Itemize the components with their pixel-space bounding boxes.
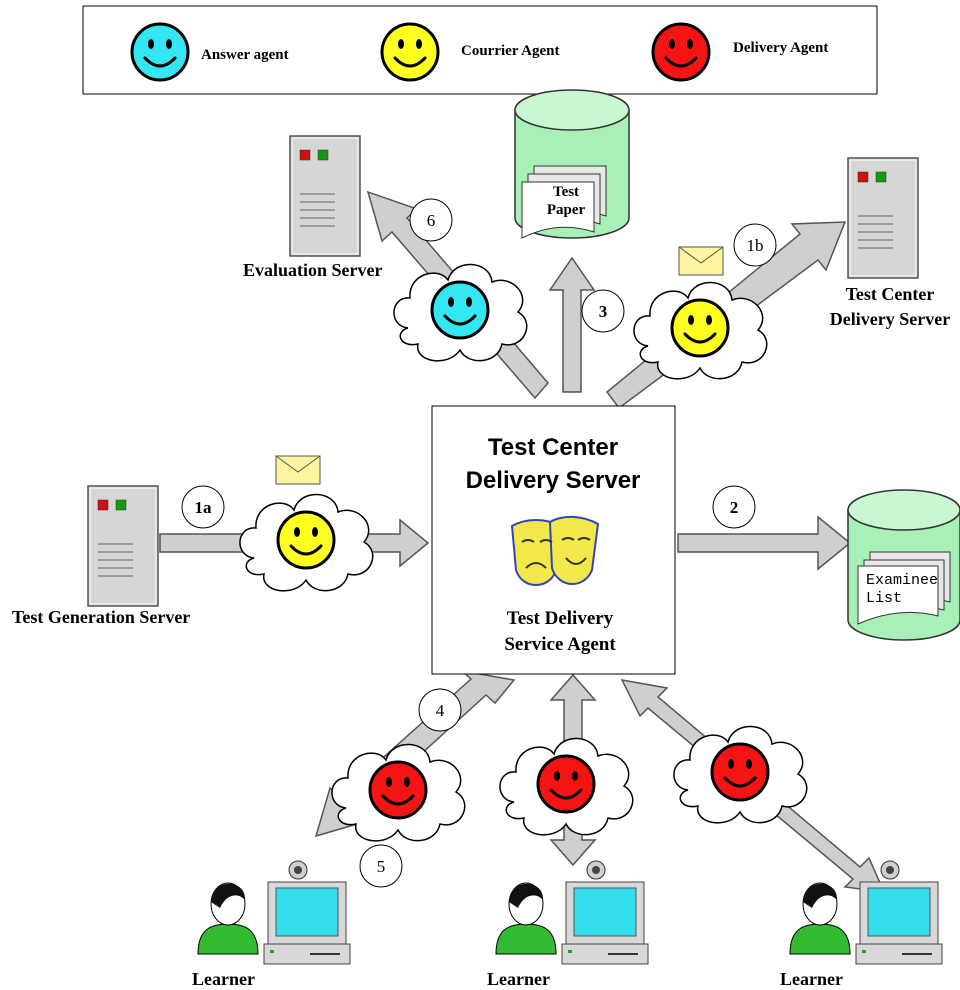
delivery-agent-legend-icon <box>651 22 711 82</box>
learner-workstation-2 <box>495 860 649 965</box>
cloud-delivery-agent-1 <box>331 743 466 842</box>
answer-agent-legend-icon <box>130 22 190 82</box>
learner-label-2: Learner <box>487 969 550 989</box>
test-center-server-label-line2: Delivery Server <box>830 309 950 329</box>
legend-box: Answer agent Courrier Agent Delivery Age… <box>82 5 878 95</box>
arrow-step-2 <box>677 515 852 571</box>
courier-agent-legend-icon <box>380 22 440 82</box>
center-title-line2: Delivery Server <box>466 467 641 494</box>
center-agent-line1: Test Delivery <box>507 608 614 629</box>
center-server-box: Test Center Delivery Server Test Deliver… <box>431 405 676 675</box>
arrow-step-3 <box>548 256 596 393</box>
step-4-badge: 4 <box>418 688 462 732</box>
step-3-badge: 3 <box>581 289 625 333</box>
courier-agent-icon <box>670 298 730 358</box>
step-5-badge: 5 <box>359 844 403 888</box>
step-3-label: 3 <box>599 302 608 321</box>
learner-workstation-1 <box>197 860 351 965</box>
center-title-line1: Test Center <box>488 434 618 461</box>
examinee-list-label-line2: List <box>866 590 902 607</box>
delivery-agent-icon <box>368 760 428 820</box>
delivery-agent-icon <box>536 754 596 814</box>
step-1b-badge: 1b <box>733 223 777 267</box>
test-generation-server-icon <box>87 485 159 607</box>
delivery-agent-icon <box>710 742 770 802</box>
test-paper-database-icon <box>514 89 630 239</box>
courier-agent-icon <box>276 510 336 570</box>
step-6-label: 6 <box>427 211 436 230</box>
test-paper-label-line1: Test <box>553 184 579 200</box>
step-1a-label: 1a <box>195 498 213 517</box>
examinee-list-database-icon <box>847 489 960 641</box>
legend-courier-agent: Courrier Agent <box>461 43 559 59</box>
cloud-delivery-agent-2 <box>499 737 634 836</box>
step-2-badge: 2 <box>712 485 756 529</box>
step-4-label: 4 <box>436 701 445 720</box>
learner-label-3: Learner <box>780 969 843 989</box>
step-1a-badge: 1a <box>181 485 225 529</box>
envelope-1a-icon <box>275 455 321 485</box>
legend-delivery-agent: Delivery Agent <box>733 40 828 56</box>
legend-answer-agent: Answer agent <box>201 47 289 63</box>
evaluation-server-label: Evaluation Server <box>243 260 383 280</box>
theatre-masks-icon <box>510 516 600 586</box>
test-paper-label-line2: Paper <box>547 202 586 218</box>
evaluation-server-icon <box>289 135 361 257</box>
answer-agent-icon <box>430 280 490 340</box>
examinee-list-label-line1: Examinee <box>866 572 938 589</box>
learner-label-1: Learner <box>192 969 255 989</box>
step-5-label: 5 <box>377 857 386 876</box>
cloud-courier-agent-1a <box>239 493 374 592</box>
envelope-1b-icon <box>678 246 724 276</box>
step-6-badge: 6 <box>409 198 453 242</box>
step-1b-label: 1b <box>747 236 764 255</box>
step-2-label: 2 <box>730 498 739 517</box>
center-agent-line2: Service Agent <box>504 634 616 655</box>
test-center-server-icon <box>847 157 919 279</box>
test-center-server-label-line1: Test Center <box>846 284 935 304</box>
test-generation-server-label: Test Generation Server <box>12 607 190 627</box>
